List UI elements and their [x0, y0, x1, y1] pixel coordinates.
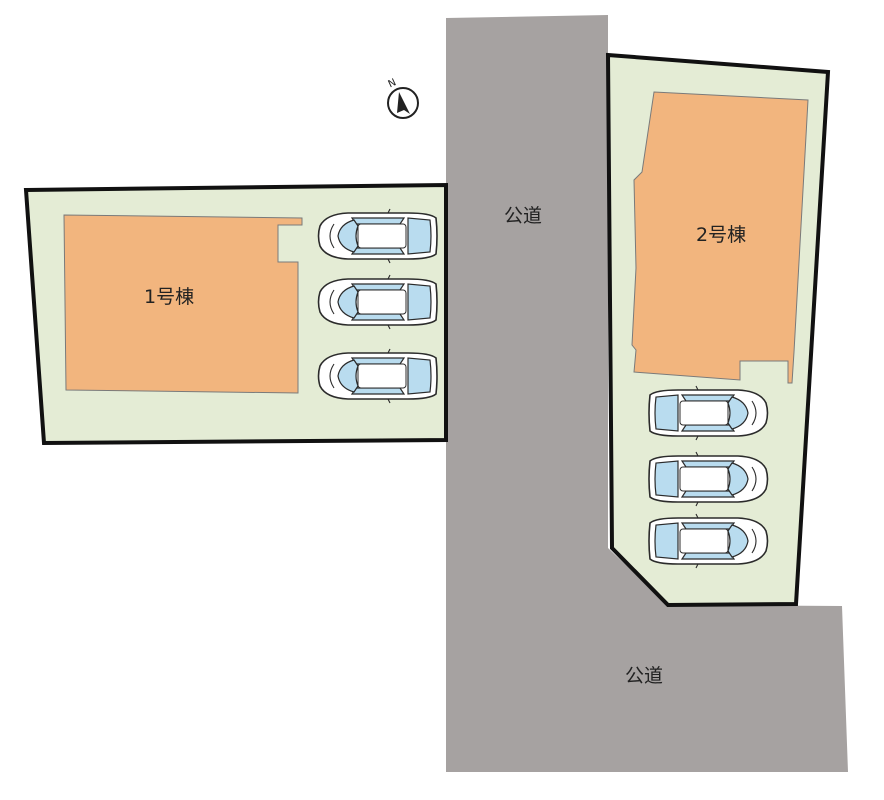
car-icon	[319, 349, 438, 403]
parking-space	[648, 451, 769, 507]
parking-space	[319, 349, 438, 403]
building-2	[631, 91, 809, 384]
parking-space	[319, 209, 438, 263]
car-icon	[319, 275, 438, 329]
road-label-vertical: 公道	[504, 205, 542, 227]
car-icon	[648, 513, 769, 569]
road-label-bottom: 公道	[625, 665, 663, 687]
car-icon	[319, 209, 438, 263]
road-vertical	[446, 15, 848, 772]
parking-space	[648, 513, 769, 569]
building-2-label: 2号棟	[696, 224, 746, 246]
building-1-label: 1号棟	[144, 286, 194, 308]
car-icon	[648, 451, 769, 507]
parking-space	[319, 275, 438, 329]
building-1	[63, 214, 303, 394]
car-icon	[648, 385, 769, 441]
compass-label: N	[387, 77, 398, 90]
north-arrow-icon: N	[387, 77, 419, 119]
parking-space	[648, 385, 769, 441]
